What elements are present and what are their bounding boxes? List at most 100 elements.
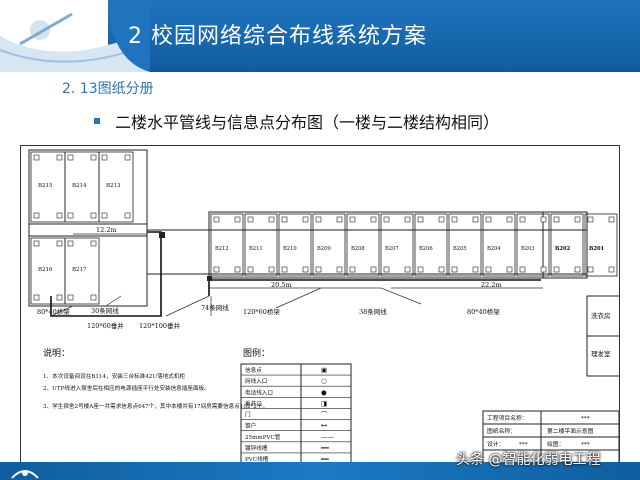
room-b202: B202 [550,213,584,277]
title-drawing-value: 第二楼平面示意图 [547,427,594,435]
legend-symbol-icon: ○ [321,377,327,385]
room-b215: B215 [30,151,66,223]
info-point-icon [417,216,424,223]
room-label: B201 [589,246,605,252]
legend-symbol-icon: —— [321,433,335,441]
footer-bar [0,462,640,480]
info-point-icon [519,216,526,223]
room-label: B216 [38,267,53,273]
legend-row: PVC线槽══ [241,452,351,463]
info-point-icon [67,154,74,161]
room-b210: B210 [278,213,312,277]
title-project-label: 工程项目名称： [487,414,528,422]
slide-header: 2 校园网络综合布线系统方案 [0,0,640,72]
info-point-icon [383,216,390,223]
legend-row: 网线入口○ [241,374,351,385]
legend-row: 镀锌线槽━━ [241,441,351,452]
info-point-icon [404,266,411,273]
label-riser-2: 120*100垂井 [139,321,181,330]
info-point-icon [506,216,513,223]
room-label: B210 [283,246,297,252]
info-point-icon [574,266,581,273]
slide-title: 2 校园网络综合布线系统方案 [128,24,427,49]
header-swoosh-graphic [0,0,150,72]
info-point-icon [302,216,309,223]
info-point-icon [90,240,97,247]
dimension-left: 12.2m [96,226,117,234]
room-b203: B203 [516,213,550,277]
room-label: B209 [317,246,331,252]
legend-label: 电话线入口 [245,388,273,396]
info-point-icon [67,240,74,247]
room-label: B206 [419,246,433,252]
info-point-icon [56,212,63,219]
info-point-icon [213,216,220,223]
info-point-icon [90,294,97,301]
title-draw-label: 绘图： [547,440,564,448]
title-design-label: 设计： [487,440,504,448]
info-point-icon [383,266,390,273]
info-point-icon [608,266,615,273]
info-point-icon [33,212,40,219]
room-b205: B205 [448,213,482,277]
title-draw-value: *** [581,442,590,448]
info-point-icon [336,266,343,273]
legend-symbol-icon: ⊷ [321,422,328,430]
section-heading: 2. 13图纸分册 [62,81,154,97]
info-point-icon [33,294,40,301]
info-point-icon [56,240,63,247]
legend-row: 信息点▣ [245,366,327,374]
notes-heading: 说明： [43,347,70,359]
info-point-icon [349,216,356,223]
room-label: B202 [555,246,571,252]
info-point-icon [472,216,479,223]
watermark: 头条 @智能化弱电工程 [456,452,601,468]
legend-symbol-icon: ══ [320,455,329,463]
info-point-icon [213,266,220,273]
room-label: B204 [487,246,501,252]
note-1: 1、本次设备间设在B114，安装三台标准42U落地式机柜 [43,372,185,380]
legend-row: 垂井口◨ [241,397,351,407]
title-project-value: *** [581,416,590,422]
room-b211: B211 [244,213,278,277]
info-point-icon [349,266,356,273]
legend-symbol-icon: ━━ [320,444,329,452]
info-point-icon [33,154,40,161]
room-b217: B217 [64,237,100,305]
info-point-icon [451,216,458,223]
legend-symbol-icon: ⌒ [321,411,328,419]
room-b216: B216 [30,237,66,305]
label-tray-right: 80*40桥架 [467,307,500,316]
info-point-icon [404,216,411,223]
legend-symbol-icon: ◨ [321,399,327,407]
info-point-icon [101,212,108,219]
legend-heading: 图例： [243,347,270,359]
note-3: 3、学生宿舍2号楼A座一共需求信息点647个，其中本楼共有17间房需要信息点10… [43,402,268,410]
room-label: B215 [38,183,53,189]
info-point-icon [90,154,97,161]
info-point-icon [56,294,63,301]
label-barber: 理发室 [591,349,611,358]
room-label: B212 [215,246,229,252]
room-label: B205 [453,246,467,252]
info-point-icon [574,216,581,223]
info-point-icon [281,266,288,273]
info-point-icon [553,216,560,223]
label-riser-1: 120*60垂井 [87,321,124,330]
legend-label: 25mmPVC管 [245,433,281,441]
room-label: B208 [351,246,365,252]
info-point-icon [608,216,615,223]
room-b209: B209 [312,213,346,277]
info-point-icon [101,154,108,161]
legend-label: 门 [245,411,251,419]
room-b212: B212 [210,213,244,277]
room-label: B203 [521,246,535,252]
note-2: 2、UTP线进入宿舍后在相应的电源插座平行处安装信息插座面板。 [43,384,210,392]
info-point-icon [438,266,445,273]
legend-row: 窗户⊷ [241,419,351,430]
info-point-icon [336,216,343,223]
room-b208: B208 [346,213,380,277]
info-point-icon [587,216,594,223]
room-b214: B214 [64,151,100,223]
